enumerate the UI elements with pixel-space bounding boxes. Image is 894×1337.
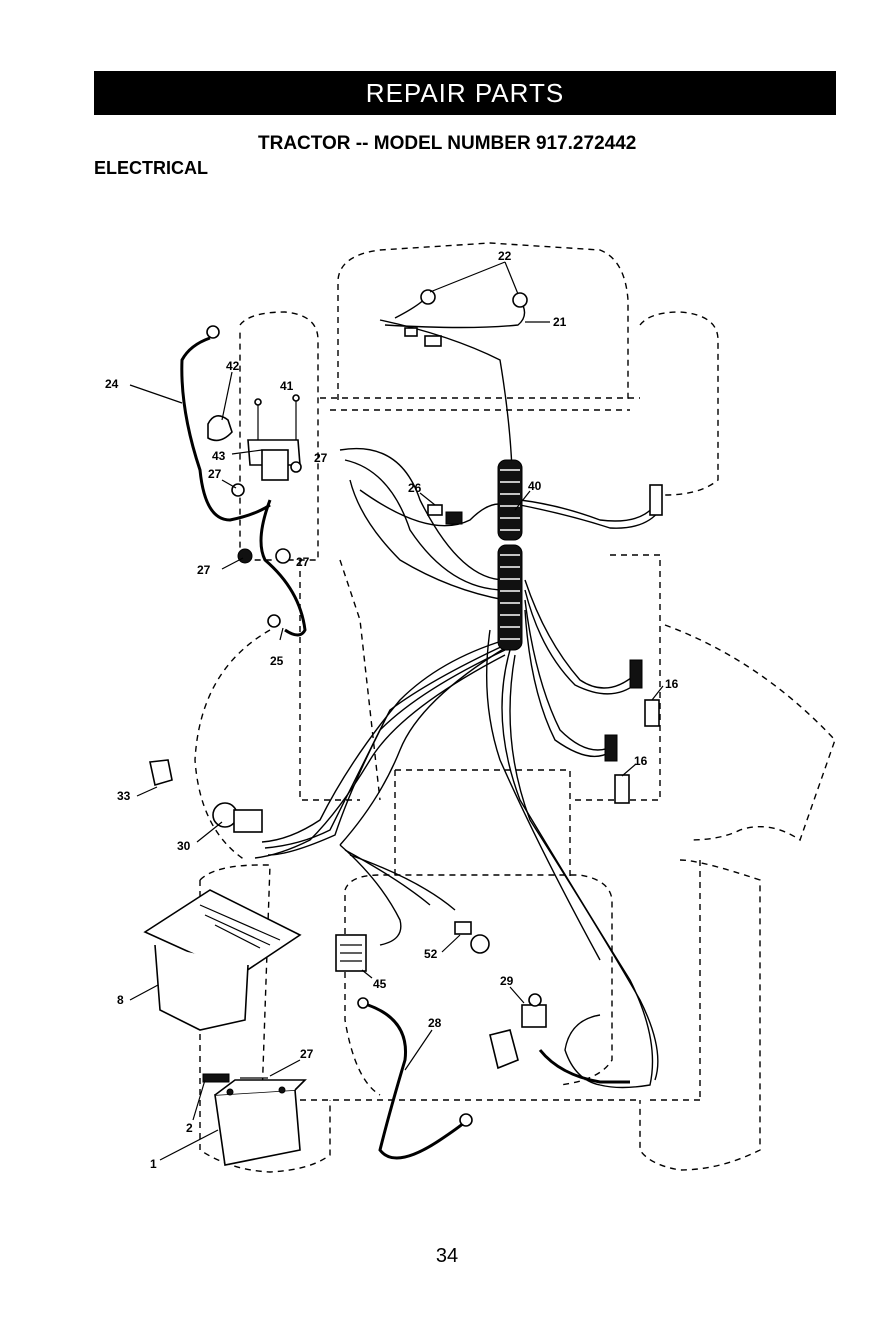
callout-2: 2 <box>186 1121 193 1135</box>
lamp-52 <box>455 922 489 953</box>
page-number: 34 <box>0 1245 894 1268</box>
callout-8: 8 <box>117 993 124 1007</box>
callout-24: 24 <box>105 377 119 391</box>
solenoid-assembly <box>208 395 305 635</box>
callout-52: 52 <box>424 947 438 961</box>
switch-29 <box>522 994 546 1027</box>
callout-40: 40 <box>528 479 542 493</box>
callout-27-a: 27 <box>208 467 222 481</box>
callout-33: 33 <box>117 789 131 803</box>
ignition-switch-30 <box>213 803 262 832</box>
callout-1: 1 <box>150 1157 157 1171</box>
callout-41: 41 <box>280 379 294 393</box>
callout-28: 28 <box>428 1016 442 1030</box>
callout-25: 25 <box>270 654 284 668</box>
callout-29: 29 <box>500 974 514 988</box>
callout-27-d: 27 <box>296 555 310 569</box>
battery-box-8 <box>145 890 300 1030</box>
callout-42: 42 <box>226 359 240 373</box>
callout-45: 45 <box>373 977 387 991</box>
callout-16-a: 16 <box>665 677 679 691</box>
battery-1 <box>203 1074 305 1165</box>
connectors-26 <box>428 505 462 524</box>
callout-27-c: 27 <box>197 563 211 577</box>
harness-loom-40 <box>498 460 522 650</box>
callout-43: 43 <box>212 449 226 463</box>
callout-22: 22 <box>498 249 512 263</box>
callout-26: 26 <box>408 481 422 495</box>
part-33 <box>150 760 172 785</box>
module-45 <box>336 935 366 971</box>
callout-21: 21 <box>553 315 567 329</box>
headlamp-bulbs-22 <box>405 290 527 346</box>
callout-27-b: 27 <box>314 451 328 465</box>
callout-27-e: 27 <box>300 1047 314 1061</box>
callout-16-b: 16 <box>634 754 648 768</box>
callout-30: 30 <box>177 839 191 853</box>
